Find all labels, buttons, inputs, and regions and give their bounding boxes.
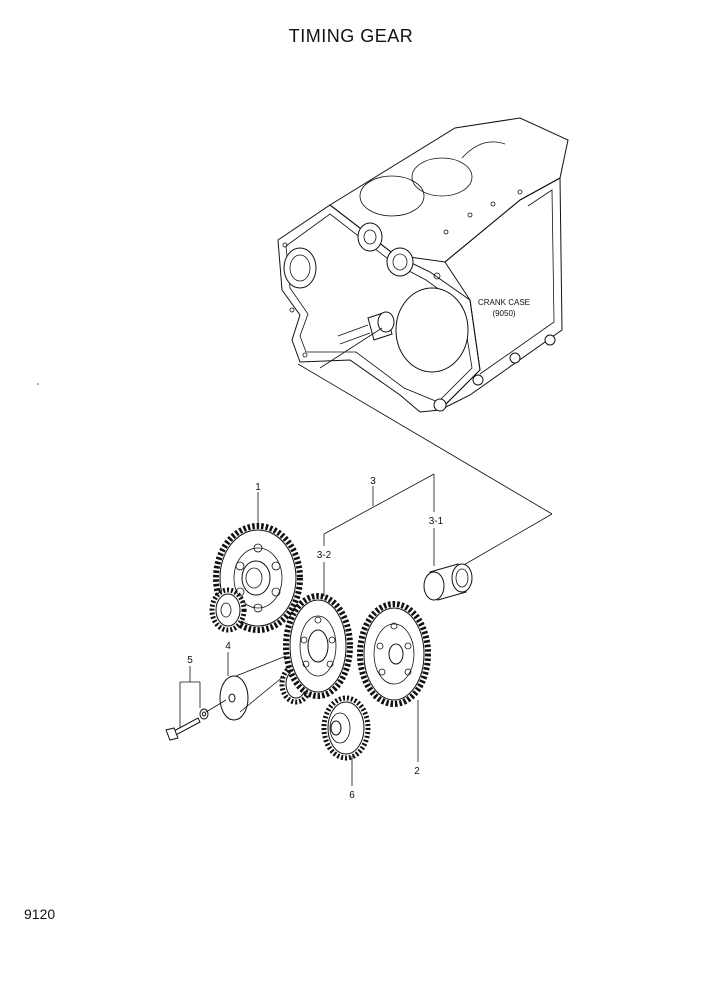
callout-3: 3 <box>370 476 376 487</box>
bushing-3-1-drawing <box>423 563 473 601</box>
gear-3-2-drawing <box>283 593 353 699</box>
callout-1: 1 <box>255 482 261 493</box>
leader-lines <box>179 473 435 786</box>
crank-case-label: CRANK CASE <box>478 298 530 307</box>
crank-case-drawing <box>277 117 569 413</box>
crank-case-ref: (9050) <box>492 309 515 318</box>
gear-2-drawing <box>357 601 431 707</box>
callout-5: 5 <box>187 655 193 666</box>
small-rear-gear-drawing <box>209 587 247 633</box>
callout-3-1: 3-1 <box>429 516 444 527</box>
callout-3-2: 3-2 <box>317 550 332 561</box>
callout-4: 4 <box>225 641 231 652</box>
plate-4-drawing <box>219 655 287 721</box>
page-number: 9120 <box>24 906 56 922</box>
assembly-guide-lines <box>297 327 553 567</box>
callout-2: 2 <box>414 766 420 777</box>
margin-dot <box>37 383 39 385</box>
gear-6-drawing <box>321 695 371 761</box>
callout-6: 6 <box>349 790 355 801</box>
page-title: TIMING GEAR <box>288 26 414 46</box>
bolt-5-drawing <box>165 699 227 741</box>
